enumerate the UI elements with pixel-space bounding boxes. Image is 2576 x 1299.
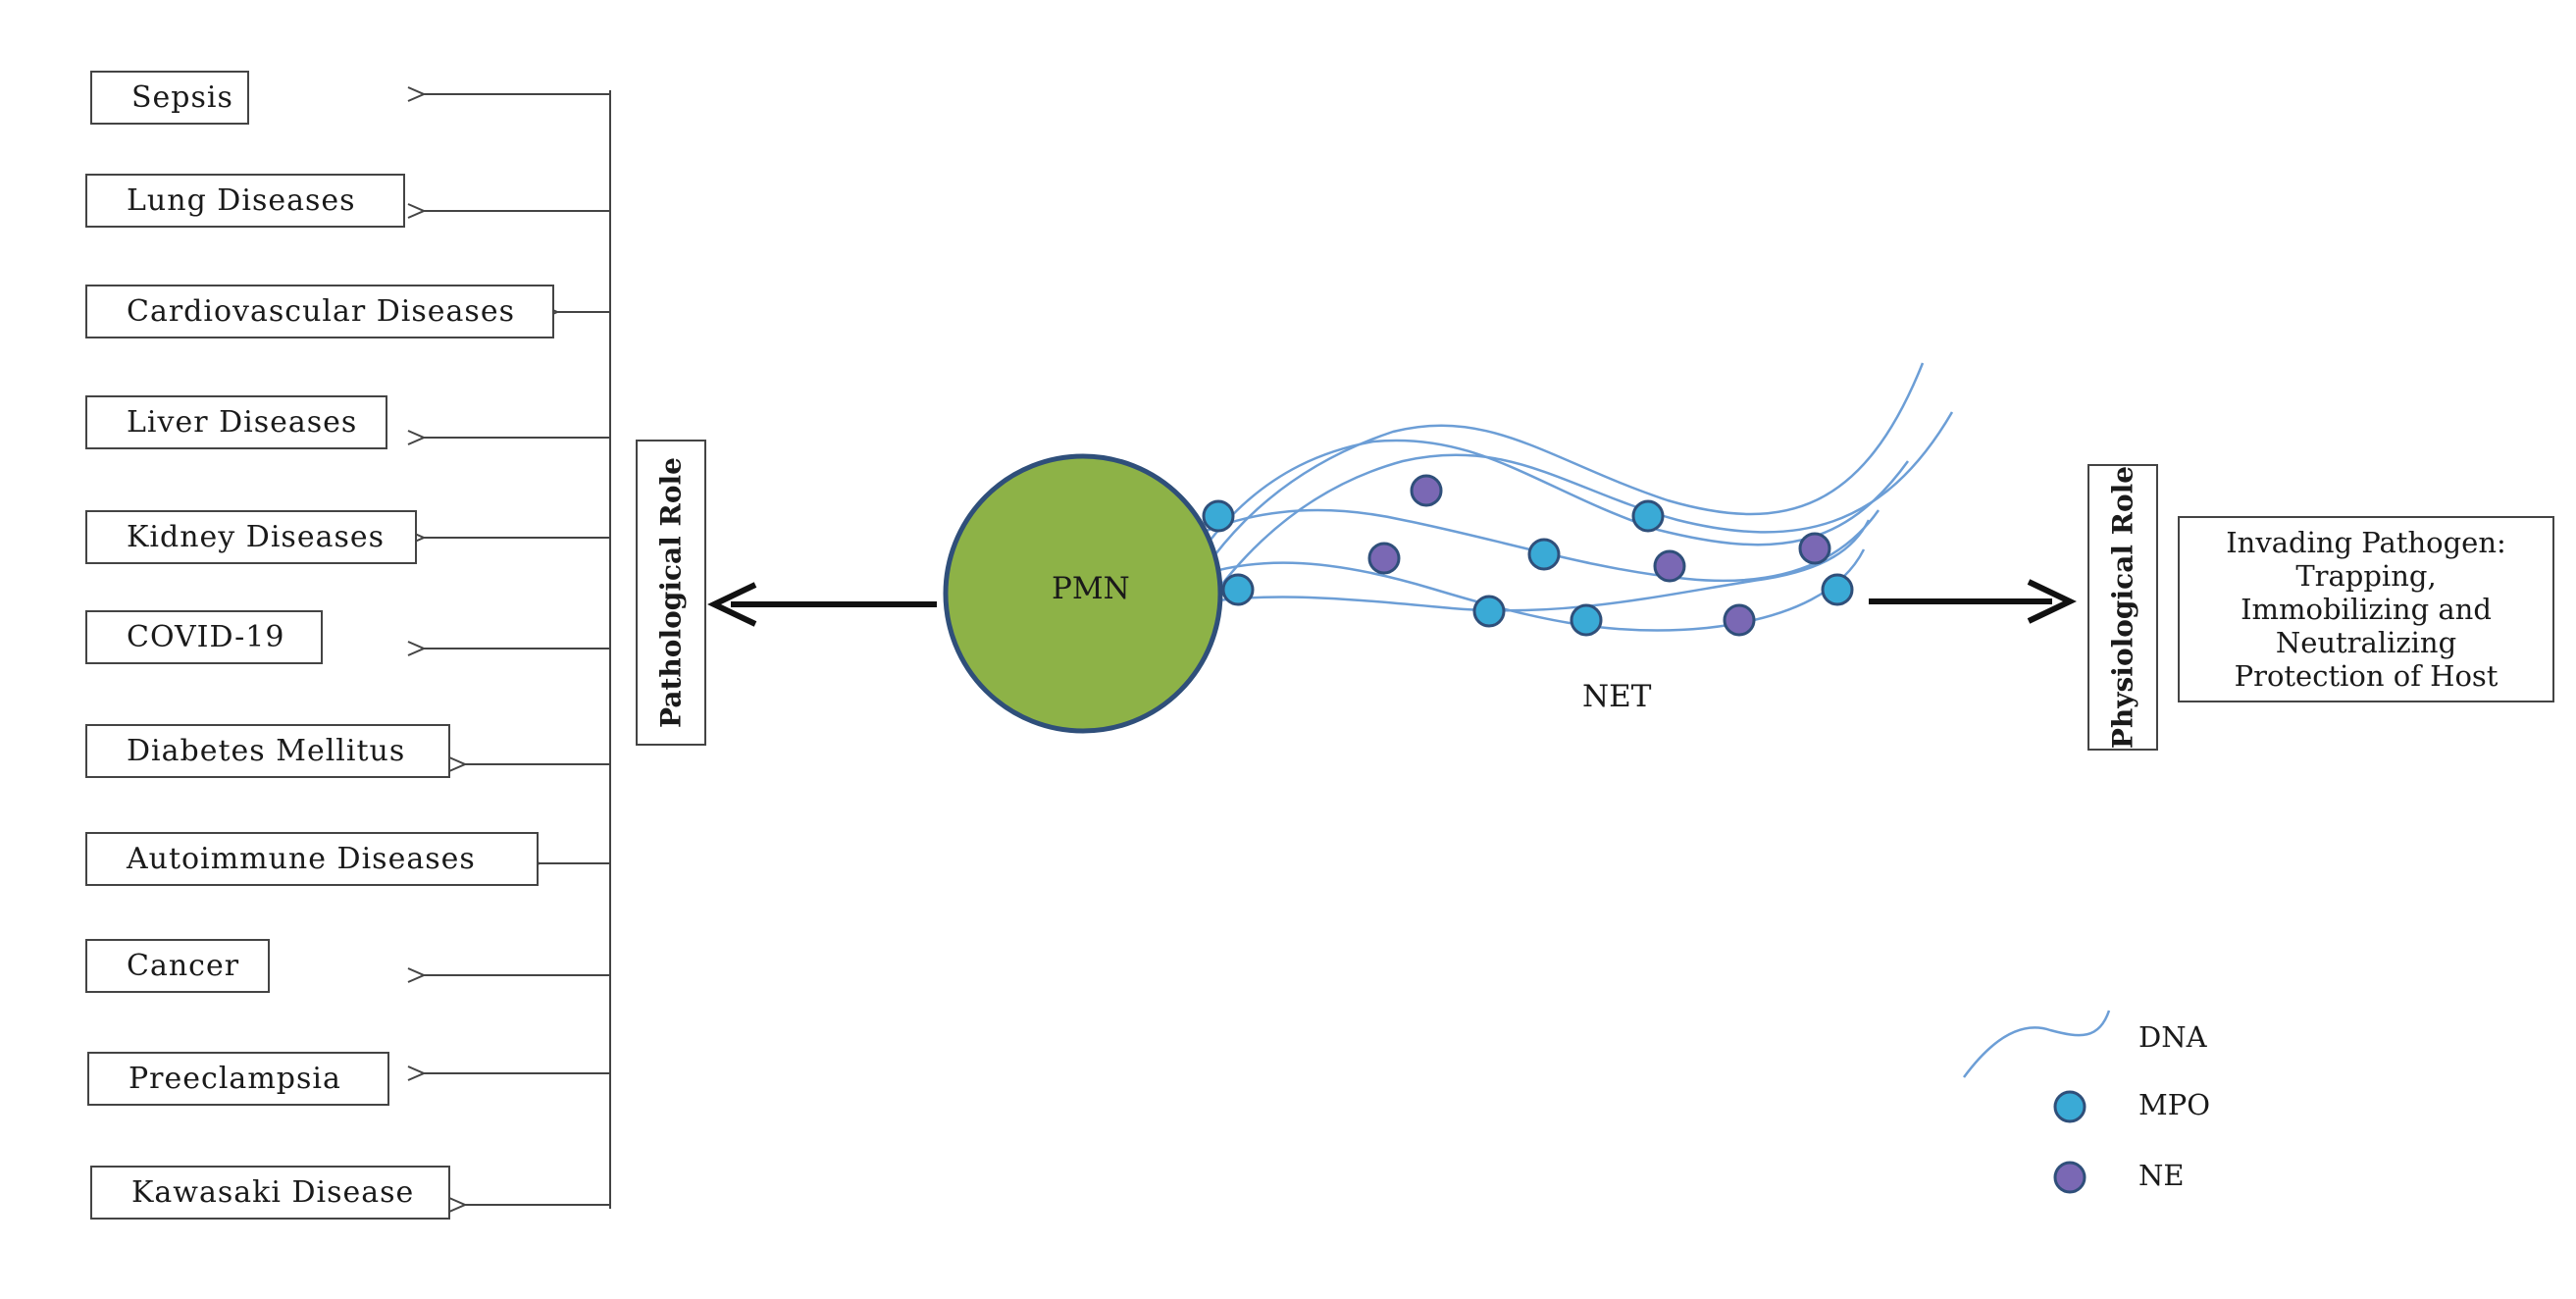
legend-dna-label: DNA bbox=[2138, 1020, 2207, 1054]
mpo-granule bbox=[1821, 573, 1854, 606]
disease-label: Diabetes Mellitus bbox=[127, 734, 406, 768]
disease-box-covid: COVID-19 bbox=[85, 610, 323, 664]
mpo-granule bbox=[1631, 499, 1665, 533]
disease-box-liver: Liver Diseases bbox=[85, 395, 387, 449]
ne-granule bbox=[1798, 532, 1831, 565]
pathological-role-box: Pathological Role bbox=[636, 440, 706, 746]
disease-box-lung: Lung Diseases bbox=[85, 174, 405, 228]
outcome-line: Immobilizing and bbox=[2241, 593, 2492, 626]
dna-strands bbox=[1136, 362, 1954, 688]
disease-label: Kawasaki Disease bbox=[131, 1175, 415, 1210]
legend-mpo-label: MPO bbox=[2138, 1088, 2210, 1121]
disease-label: Kidney Diseases bbox=[127, 520, 385, 554]
outcome-line: Protection of Host bbox=[2234, 659, 2499, 693]
outcome-box: Invading Pathogen: Trapping, Immobilizin… bbox=[2178, 516, 2554, 702]
disease-label: Sepsis bbox=[131, 80, 233, 115]
mpo-granule bbox=[1202, 499, 1235, 533]
ne-legend-icon bbox=[2053, 1161, 2087, 1194]
ne-granules bbox=[1367, 474, 1831, 637]
disease-label: Autoimmune Diseases bbox=[127, 842, 476, 876]
disease-box-cancer: Cancer bbox=[85, 939, 270, 993]
disease-box-kawasaki: Kawasaki Disease bbox=[90, 1166, 450, 1220]
arrow-to-pathological bbox=[707, 582, 937, 627]
ne-granule bbox=[1653, 549, 1686, 583]
disease-label: Liver Diseases bbox=[127, 405, 358, 440]
mpo-granule bbox=[1570, 603, 1603, 637]
arrow-to-physiological bbox=[1869, 579, 2077, 624]
disease-label: Cardiovascular Diseases bbox=[127, 294, 515, 329]
disease-box-cardiovascular: Cardiovascular Diseases bbox=[85, 285, 554, 338]
mpo-granule bbox=[1221, 573, 1255, 606]
ne-granule bbox=[1410, 474, 1443, 507]
disease-box-preeclampsia: Preeclampsia bbox=[87, 1052, 389, 1106]
pmn-cell bbox=[943, 453, 1223, 734]
mpo-granule bbox=[1472, 595, 1506, 628]
disease-box-autoimmune: Autoimmune Diseases bbox=[85, 832, 539, 886]
mpo-granule bbox=[1527, 538, 1561, 571]
outcome-line: Invading Pathogen: bbox=[2226, 526, 2506, 559]
pathological-role-label: Pathological Role bbox=[654, 457, 688, 728]
branch-arrows bbox=[424, 94, 610, 1205]
ne-granule bbox=[1367, 542, 1401, 575]
mpo-granules bbox=[1202, 499, 1854, 637]
disease-box-sepsis: Sepsis bbox=[90, 71, 249, 125]
disease-box-diabetes: Diabetes Mellitus bbox=[85, 724, 450, 778]
physiological-role-label: Physiological Role bbox=[2106, 465, 2139, 750]
ne-granule bbox=[1723, 603, 1756, 637]
legend-symbols bbox=[1962, 1010, 2111, 1194]
outcome-line: Trapping, bbox=[2295, 559, 2437, 593]
disease-label: Cancer bbox=[127, 949, 240, 983]
legend-ne-label: NE bbox=[2138, 1159, 2185, 1192]
disease-label: COVID-19 bbox=[127, 620, 285, 654]
outcome-line: Neutralizing bbox=[2275, 626, 2457, 659]
net-label: NET bbox=[1582, 679, 1652, 714]
disease-label: Lung Diseases bbox=[127, 183, 356, 218]
physiological-role-box: Physiological Role bbox=[2087, 464, 2158, 751]
disease-box-kidney: Kidney Diseases bbox=[85, 510, 417, 564]
dna-legend-icon bbox=[1962, 1010, 2111, 1078]
pmn-label: PMN bbox=[1052, 571, 1130, 606]
mpo-legend-icon bbox=[2053, 1090, 2087, 1123]
disease-label: Preeclampsia bbox=[129, 1062, 341, 1096]
